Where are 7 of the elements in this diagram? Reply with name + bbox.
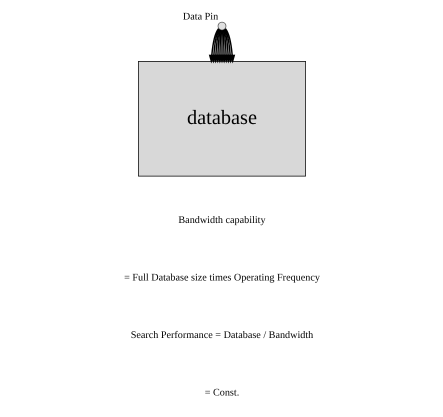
node-circle	[217, 22, 226, 30]
node-box: database	[138, 61, 306, 177]
label: = Const.	[204, 387, 239, 398]
label: = Full Database size times Operating Frequency	[124, 272, 320, 284]
label: Search Performance = Database / Bandwidth	[130, 330, 313, 341]
node-label: Data Pin	[182, 11, 218, 22]
label: Bandwidth capability	[178, 215, 266, 226]
